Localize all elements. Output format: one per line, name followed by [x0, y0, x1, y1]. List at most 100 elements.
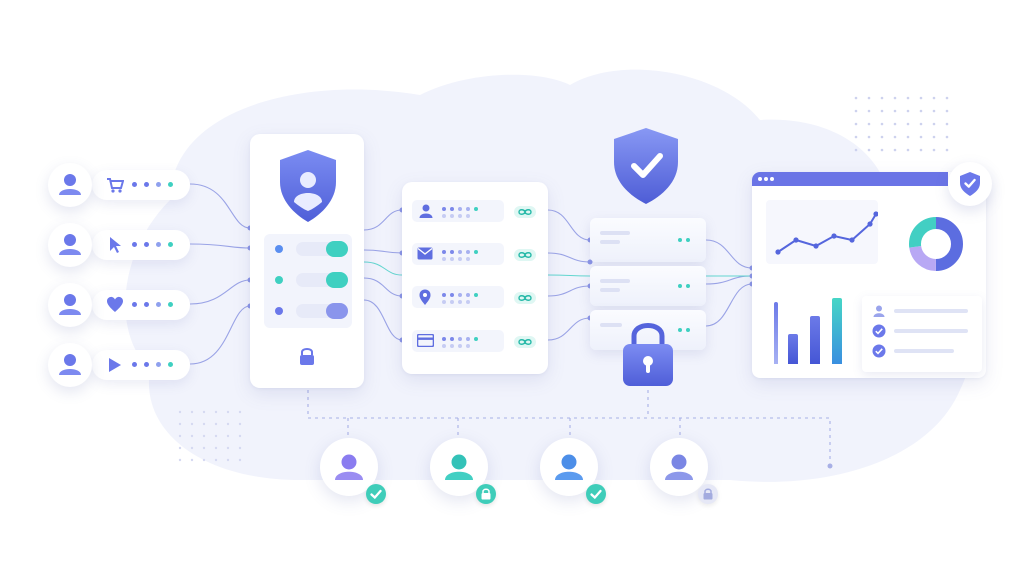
- mask-badge-1: [514, 206, 536, 218]
- grid-dot: [945, 96, 949, 100]
- grid-dot: [238, 434, 242, 438]
- consent-toggle-1[interactable]: [296, 241, 348, 257]
- status-dot: [143, 301, 149, 307]
- masked-field-dot: [466, 344, 470, 348]
- grid-dot: [190, 446, 194, 450]
- grid-dot: [854, 148, 858, 152]
- line-chart: [775, 211, 878, 255]
- grid-dot: [854, 122, 858, 126]
- line-chart-panel: [766, 200, 878, 264]
- masked-field-dot: [442, 300, 446, 304]
- status-dot: [131, 301, 137, 307]
- card-icon: [417, 334, 434, 347]
- avatar: [48, 163, 92, 207]
- user-icon: [59, 294, 81, 315]
- grid-dot: [893, 135, 897, 139]
- grid-dot: [238, 422, 242, 426]
- grid-dot: [226, 434, 230, 438]
- server-unit-3: [590, 310, 706, 350]
- masked-field-dot: [466, 300, 470, 304]
- grid-dot: [906, 109, 910, 113]
- avatar: [48, 283, 92, 327]
- grid-dot: [893, 122, 897, 126]
- masked-field-dot: [466, 257, 470, 261]
- status-dot: [131, 241, 137, 247]
- masked-field-dot: [450, 257, 454, 261]
- grid-dot: [906, 122, 910, 126]
- grid-dot: [190, 458, 194, 462]
- grid-dot: [867, 135, 871, 139]
- records-panel: [402, 182, 548, 374]
- status-dot: [131, 361, 137, 367]
- donut-chart: [909, 217, 963, 271]
- user-icon: [419, 204, 433, 218]
- status-dot: [155, 241, 161, 247]
- user-icon: [59, 174, 81, 195]
- grid-dot: [854, 135, 858, 139]
- activity-pill: [92, 170, 190, 200]
- grid-dot: [214, 458, 218, 462]
- status-dot: [131, 181, 137, 187]
- consent-toggle-2[interactable]: [296, 272, 348, 288]
- consent-toggle-3[interactable]: [296, 303, 348, 319]
- shield-check-icon: [614, 128, 678, 204]
- masked-field-dot: [442, 257, 446, 261]
- grid-dot: [854, 96, 858, 100]
- grid-dot: [867, 109, 871, 113]
- grid-dot: [932, 122, 936, 126]
- grid-dot: [202, 434, 206, 438]
- mask-badge-4: [514, 336, 536, 348]
- check-circle-icon: [872, 344, 886, 358]
- grid-dot: [214, 422, 218, 426]
- mask-icon: [518, 295, 532, 301]
- grid-dot: [893, 148, 897, 152]
- avatar: [48, 343, 92, 387]
- connector-lines: [189, 183, 753, 365]
- analytics-dashboard: [752, 172, 986, 378]
- grid-dot: [932, 135, 936, 139]
- record-row-4: [412, 330, 504, 352]
- masked-field-dot: [458, 250, 462, 254]
- grid-dot: [202, 410, 206, 414]
- server-unit-2: [590, 266, 706, 306]
- grid-dot: [238, 458, 242, 462]
- status-dot: [167, 181, 173, 187]
- grid-dot: [178, 434, 182, 438]
- activity-pill: [92, 350, 190, 380]
- lock-badge-gray-icon: [698, 484, 718, 504]
- grid-dot: [190, 410, 194, 414]
- masked-field-dot: [442, 337, 446, 341]
- masked-field-dot: [450, 207, 454, 211]
- teal-flow-lines: [363, 261, 752, 277]
- grid-dot: [226, 410, 230, 414]
- grid-dot: [867, 96, 871, 100]
- status-dot: [155, 361, 161, 367]
- masked-field-dot: [450, 300, 454, 304]
- record-row-3: [412, 286, 504, 308]
- mask-icon: [518, 339, 532, 345]
- masked-field-dot: [442, 344, 446, 348]
- grid-dot: [238, 410, 242, 414]
- mask-badge-3: [514, 292, 536, 304]
- masked-field-dot: [450, 337, 454, 341]
- grid-dot: [919, 96, 923, 100]
- grid-dot: [214, 446, 218, 450]
- grid-dot: [880, 109, 884, 113]
- grid-dot: [178, 422, 182, 426]
- grid-dot: [932, 96, 936, 100]
- shield-user-icon: [280, 150, 336, 222]
- grid-dot: [214, 410, 218, 414]
- window-titlebar: [752, 172, 948, 186]
- grid-dot: [880, 148, 884, 152]
- status-dot: [143, 361, 149, 367]
- user-icon: [873, 305, 885, 317]
- masked-field-dot: [458, 300, 462, 304]
- grid-dot: [919, 135, 923, 139]
- masked-field-dot: [450, 250, 454, 254]
- masked-field-dot: [458, 344, 462, 348]
- status-dot: [143, 241, 149, 247]
- grid-dot: [178, 458, 182, 462]
- grid-dot: [932, 109, 936, 113]
- grid-dot: [945, 109, 949, 113]
- masked-field-dot: [458, 293, 462, 297]
